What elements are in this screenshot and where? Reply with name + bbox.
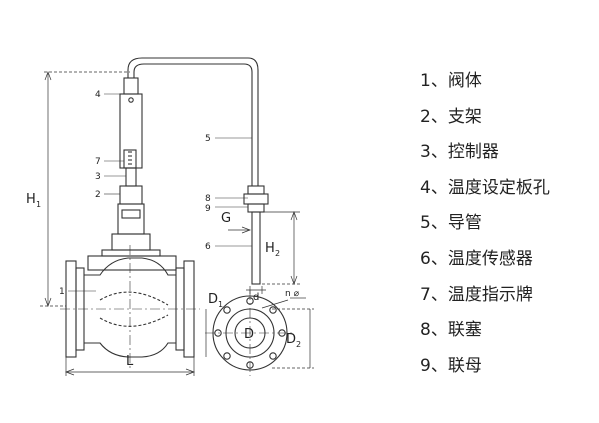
dimension-labels: H 1 L G H 2 d n ⌀ D 1 D D 2	[26, 192, 301, 369]
callout-8: 8	[205, 194, 211, 204]
dimension-lines	[40, 71, 314, 376]
actuator-assembly	[117, 77, 145, 235]
legend-item-2: 2、支架	[420, 106, 482, 127]
callouts: 4 7 3 2 1 5 8 9 6	[59, 90, 211, 297]
callout-9: 9	[205, 204, 211, 214]
legend-item-4: 4、温度设定板孔	[420, 177, 550, 198]
dim-d-center: D	[244, 327, 254, 342]
dim-d1: D	[208, 292, 218, 307]
legend-item-8: 8、联塞	[420, 320, 482, 341]
bonnet-flange	[87, 233, 177, 271]
dim-h1: H	[26, 192, 36, 207]
dim-h1-sub: 1	[36, 200, 41, 209]
callout-1: 1	[59, 287, 65, 297]
valve-body	[60, 245, 200, 370]
dim-d2-sub: 2	[296, 340, 301, 349]
legend-item-9: 9、联母	[420, 355, 482, 376]
legend-item-5: 5、导管	[420, 213, 482, 234]
temperature-sensor	[243, 185, 269, 285]
dim-d-small: d	[253, 292, 259, 303]
dim-h2-sub: 2	[275, 249, 280, 258]
dim-h2: H	[265, 241, 275, 256]
capillary-tube	[127, 57, 259, 186]
legend-item-7: 7、温度指示牌	[420, 284, 533, 305]
dim-d2: D	[286, 332, 296, 347]
dim-n-phi: n ⌀	[285, 289, 300, 299]
legend-item-3: 3、控制器	[420, 142, 499, 163]
callout-3: 3	[95, 172, 101, 182]
callout-5: 5	[205, 134, 211, 144]
legend-item-1: 1、阀体	[420, 71, 482, 91]
flange-end-view	[205, 290, 295, 376]
dim-g: G	[221, 211, 231, 226]
callout-4: 4	[95, 90, 101, 100]
parts-legend: 1、阀体 2、支架 3、控制器 4、温度设定板孔 5、导管 6、温度传感器 7、…	[420, 66, 550, 386]
dim-l: L	[126, 354, 134, 369]
callout-6: 6	[205, 242, 211, 252]
legend-item-6: 6、温度传感器	[420, 248, 533, 269]
leader-lines	[68, 93, 252, 292]
dim-d1-sub: 1	[218, 300, 223, 309]
callout-2: 2	[95, 190, 101, 200]
callout-7: 7	[95, 157, 101, 167]
